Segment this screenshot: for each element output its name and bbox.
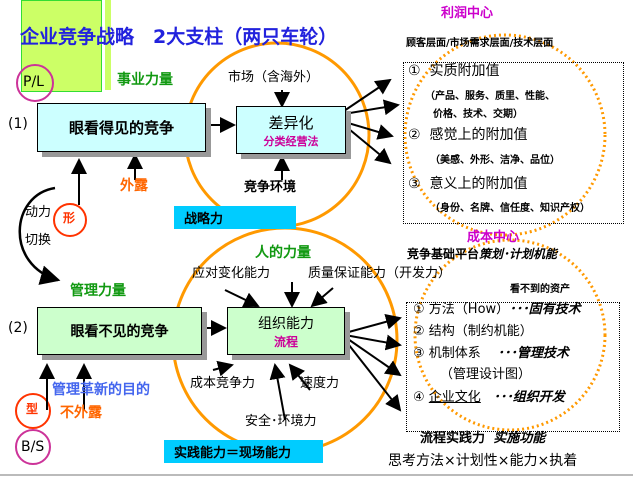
execution-power-bar: 实践能力＝现场能力 bbox=[164, 440, 323, 463]
switch-label-1: 动力 bbox=[25, 205, 52, 220]
green-highlight-block bbox=[21, 0, 102, 92]
strategy-power-bar: 战略力 bbox=[174, 206, 296, 229]
formula-label: 思考方法×计划性×能力×执着 bbox=[388, 453, 578, 469]
process-italic: 实施功能 bbox=[493, 431, 546, 446]
row-1-label: (1) bbox=[8, 116, 28, 132]
organization-box: 组织能力 流程 bbox=[227, 307, 345, 355]
profit-dotted-circle bbox=[403, 33, 607, 237]
organization-sub: 流程 bbox=[273, 334, 298, 349]
business-power-label: 事业力量 bbox=[117, 72, 173, 88]
arrows bbox=[39, 78, 402, 421]
pl-badge: P/L bbox=[23, 74, 44, 90]
bs-badge: B/S bbox=[21, 439, 45, 455]
management-purpose-label: 管理革新的目的 bbox=[52, 382, 150, 398]
item-text: 方法（How） bbox=[428, 302, 510, 317]
item-text: 意义上的附加值 bbox=[429, 176, 528, 192]
profit-center-title: 利润中心 bbox=[441, 6, 494, 21]
people-power-label: 人的力量 bbox=[255, 245, 311, 261]
item-num: ① bbox=[413, 302, 425, 317]
differentiation-title: 差异化 bbox=[268, 113, 314, 132]
item-tail: ･･･固有技术 bbox=[509, 302, 581, 317]
item-num: ④ bbox=[413, 390, 425, 405]
item-num: ② bbox=[413, 324, 425, 339]
item-text: 感觉上的附加值 bbox=[429, 127, 528, 143]
visible-competition-text: 眼看得见的竞争 bbox=[68, 119, 174, 137]
pl-circle bbox=[16, 64, 54, 102]
asset-item-3-detail: （管理设计图） bbox=[440, 367, 532, 382]
differentiation-box: 差异化 分类经营法 bbox=[236, 106, 346, 154]
value-item-2: ② 感觉上的附加值 bbox=[408, 127, 527, 143]
item-text: 企业文化 bbox=[428, 390, 481, 405]
competitive-env-label: 竞争环境 bbox=[244, 180, 297, 195]
cost-competitiveness-label: 成本竞争力 bbox=[190, 376, 256, 391]
management-power-label: 管理力量 bbox=[70, 283, 126, 299]
safety-env-label: 安全･环境力 bbox=[245, 414, 317, 429]
platform-label: 竞争基础平台策划･计划机能 bbox=[407, 247, 558, 262]
invisible-competition-box: 眼看不见的竞争 bbox=[37, 307, 202, 355]
value-item-1: ① 实质附加值 bbox=[408, 63, 499, 79]
value-added-box bbox=[403, 62, 624, 224]
exposed-label: 外露 bbox=[120, 178, 148, 194]
quality-assurance-label: 质量保证能力（开发力） bbox=[308, 266, 452, 281]
type-badge: 型 bbox=[26, 402, 39, 416]
xing-circle bbox=[53, 203, 87, 237]
asset-item-4: ④ 企业文化 ･･･组织开发 bbox=[413, 390, 565, 406]
cost-center-title: 成本中心 bbox=[467, 230, 520, 245]
invisible-competition-text: 眼看不见的竞争 bbox=[70, 324, 169, 340]
item-text: 实质附加值 bbox=[429, 63, 500, 79]
item-tail: ･･･组织开发 bbox=[493, 390, 565, 405]
type-circle bbox=[15, 393, 51, 429]
item-tail: ･･･管理技术 bbox=[497, 346, 569, 361]
adaptability-label: 应对变化能力 bbox=[192, 266, 271, 281]
perspective-label: 顾客层面/市场需求层面/技术层面 bbox=[406, 38, 554, 49]
page-title: 企业竞争战略 2大支柱（两只车轮） bbox=[20, 26, 338, 48]
asset-item-2: ② 结构（制约机能） bbox=[413, 324, 533, 340]
platform-text: 竞争基础平台 bbox=[407, 247, 480, 261]
asset-item-3: ③ 机制体系 ･･･管理技术 bbox=[413, 346, 569, 362]
value-item-1-detail: （产品、服务、质里、性能、 bbox=[425, 91, 555, 102]
speed-label: 速度力 bbox=[300, 376, 340, 391]
item-text: 结构（制约机能） bbox=[428, 324, 533, 339]
cost-dotted-circle bbox=[413, 238, 607, 432]
value-item-1-detail2: 价格、技术、交期） bbox=[433, 109, 523, 120]
switch-label-2: 切换 bbox=[25, 233, 52, 248]
platform-italic: 策划･计划机能 bbox=[479, 247, 558, 261]
switch-arrow bbox=[18, 186, 61, 285]
process-power-label: 流程实践力 实施功能 bbox=[420, 431, 546, 447]
differentiation-sub: 分类经营法 bbox=[263, 134, 319, 148]
visible-competition-box: 眼看得见的竞争 bbox=[37, 103, 206, 152]
organization-title: 组织能力 bbox=[258, 315, 314, 332]
item-num: ③ bbox=[413, 346, 425, 361]
asset-item-1: ① 方法（How）･･･固有技术 bbox=[413, 302, 581, 318]
bs-circle bbox=[15, 429, 51, 465]
item-num: ① bbox=[408, 63, 421, 79]
row-2-label: (2) bbox=[8, 320, 28, 336]
not-exposed-label: 不外露 bbox=[60, 405, 102, 421]
value-item-2-detail: （美感、外形、洁净、品位） bbox=[430, 155, 560, 166]
value-item-3-detail: （身份、名牌、信任度、知识产权） bbox=[430, 203, 590, 214]
item-num: ③ bbox=[408, 176, 421, 192]
market-label: 市场（含海外） bbox=[228, 70, 320, 85]
item-num: ② bbox=[408, 127, 421, 143]
invisible-assets-label: 看不到的资产 bbox=[510, 284, 570, 295]
shape-badge: 形 bbox=[63, 211, 76, 225]
value-item-3: ③ 意义上的附加值 bbox=[408, 176, 527, 192]
item-text: 机制体系 bbox=[428, 346, 481, 361]
asset-box bbox=[406, 302, 620, 432]
process-text: 流程实践力 bbox=[420, 431, 486, 446]
green-stripe bbox=[105, 0, 111, 90]
